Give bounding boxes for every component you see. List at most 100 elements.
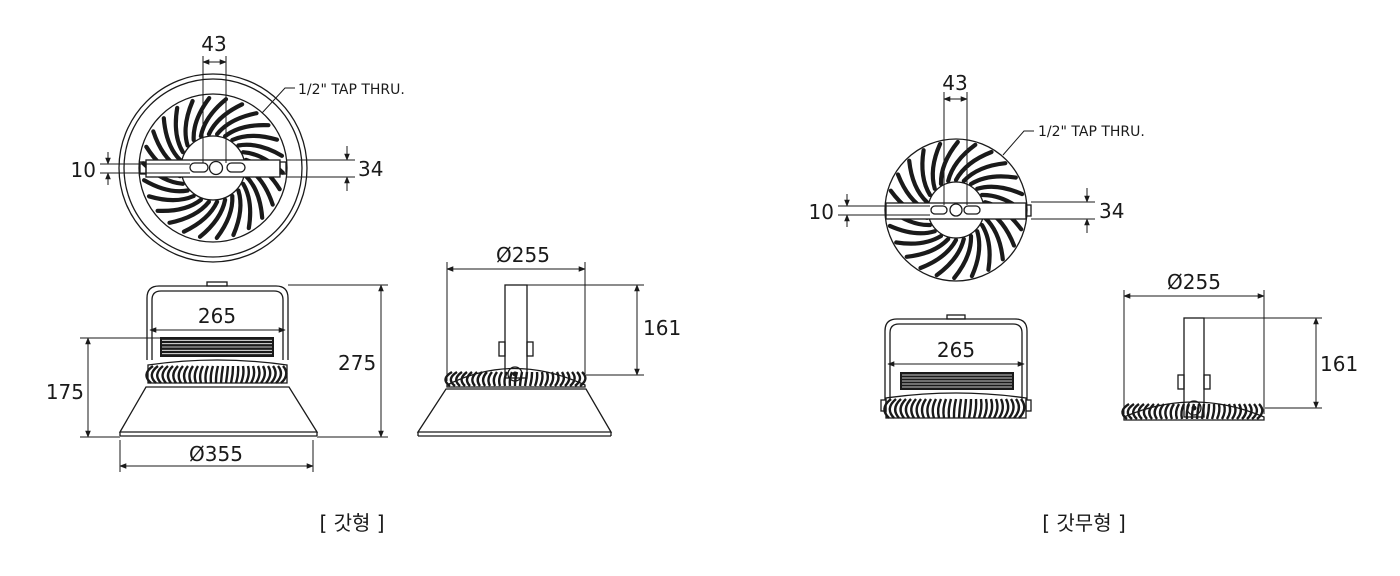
fin xyxy=(214,193,235,240)
fin xyxy=(938,139,960,187)
fin xyxy=(1246,403,1253,420)
fin xyxy=(883,398,892,419)
fin xyxy=(1169,403,1176,420)
left-front-view: 265 175 275 Ø355 xyxy=(46,281,388,472)
fin xyxy=(224,365,230,384)
fin xyxy=(904,236,951,259)
fin xyxy=(503,371,509,387)
fin xyxy=(204,365,210,384)
fin xyxy=(181,199,220,234)
fin xyxy=(161,116,183,162)
fin xyxy=(1236,403,1243,420)
fin xyxy=(997,398,1005,419)
fin xyxy=(975,184,1025,197)
left-caption: [ 갓형 ] xyxy=(319,511,384,535)
left-front-dim-275: 275 xyxy=(338,351,376,375)
fin xyxy=(961,161,1008,184)
fin xyxy=(554,371,560,387)
fin xyxy=(1153,403,1160,420)
fin xyxy=(1164,403,1170,420)
fin xyxy=(1251,403,1259,420)
right-tap-note: 1/2" TAP THRU. xyxy=(1038,124,1145,140)
fin xyxy=(899,398,907,419)
fin xyxy=(946,142,978,184)
fin xyxy=(969,229,982,279)
fin xyxy=(239,365,245,384)
fin xyxy=(967,398,973,419)
fin xyxy=(972,398,978,419)
fin xyxy=(198,365,205,384)
fin xyxy=(1137,403,1145,420)
fin xyxy=(497,371,504,387)
fin xyxy=(918,237,959,271)
fin xyxy=(182,365,189,384)
fin xyxy=(574,371,582,387)
fin xyxy=(926,398,933,419)
left-side-view: Ø255 161 xyxy=(416,243,681,437)
fin xyxy=(887,223,937,236)
fin xyxy=(1205,403,1211,420)
fin xyxy=(533,371,539,387)
fin xyxy=(957,398,963,419)
fin xyxy=(907,158,930,205)
fin xyxy=(241,181,253,231)
right-side-dim-255: Ø255 xyxy=(1167,270,1221,294)
fin xyxy=(270,365,277,384)
fin xyxy=(465,371,473,387)
fin xyxy=(249,365,256,384)
fin xyxy=(156,365,164,384)
fin xyxy=(229,365,235,384)
right-top-dim-43: 43 xyxy=(942,71,967,95)
fin xyxy=(161,365,169,384)
fin xyxy=(223,123,271,139)
fin xyxy=(142,178,190,194)
right-side-dim-161: 161 xyxy=(1320,352,1358,376)
fin xyxy=(977,398,983,419)
fin xyxy=(952,398,958,419)
fin xyxy=(260,365,267,384)
fin xyxy=(231,188,243,238)
fin xyxy=(244,365,250,384)
fin xyxy=(1215,403,1221,420)
fin xyxy=(936,398,943,419)
fin xyxy=(992,398,999,419)
fin xyxy=(234,365,240,384)
fin xyxy=(528,371,534,387)
fin xyxy=(219,365,225,384)
fin xyxy=(931,398,938,419)
right-side-fins xyxy=(1121,402,1264,420)
fin xyxy=(449,370,458,387)
fin xyxy=(487,371,493,387)
fin xyxy=(444,370,453,387)
fin xyxy=(215,111,259,137)
right-front-fins xyxy=(883,398,1026,419)
fin xyxy=(1003,398,1010,419)
fin xyxy=(492,371,498,387)
right-caption: [ 갓무형 ] xyxy=(1042,511,1126,535)
fin xyxy=(1174,403,1181,420)
fin xyxy=(1132,403,1140,420)
fin xyxy=(214,365,220,384)
fin xyxy=(191,96,212,143)
left-top-view: 43 1/2" TAP THRU. 10 34 xyxy=(71,32,405,263)
fin xyxy=(265,365,272,384)
fin xyxy=(145,365,154,384)
left-driver-ribs xyxy=(162,339,272,355)
fin xyxy=(910,398,917,419)
right-top-dim-34: 34 xyxy=(1099,199,1124,223)
fin xyxy=(471,371,478,387)
fin xyxy=(894,398,902,419)
left-variant: 43 1/2" TAP THRU. 10 34 xyxy=(46,32,681,535)
left-front-dim-265: 265 xyxy=(198,304,236,328)
fin xyxy=(476,371,483,387)
fin xyxy=(1142,403,1150,420)
fin xyxy=(968,174,1018,187)
right-driver-ribs xyxy=(902,374,1012,388)
fin xyxy=(1148,403,1155,420)
fin xyxy=(1210,403,1216,420)
fin xyxy=(947,398,953,419)
fin xyxy=(1121,402,1130,420)
fin xyxy=(962,398,968,419)
fin xyxy=(523,371,529,387)
